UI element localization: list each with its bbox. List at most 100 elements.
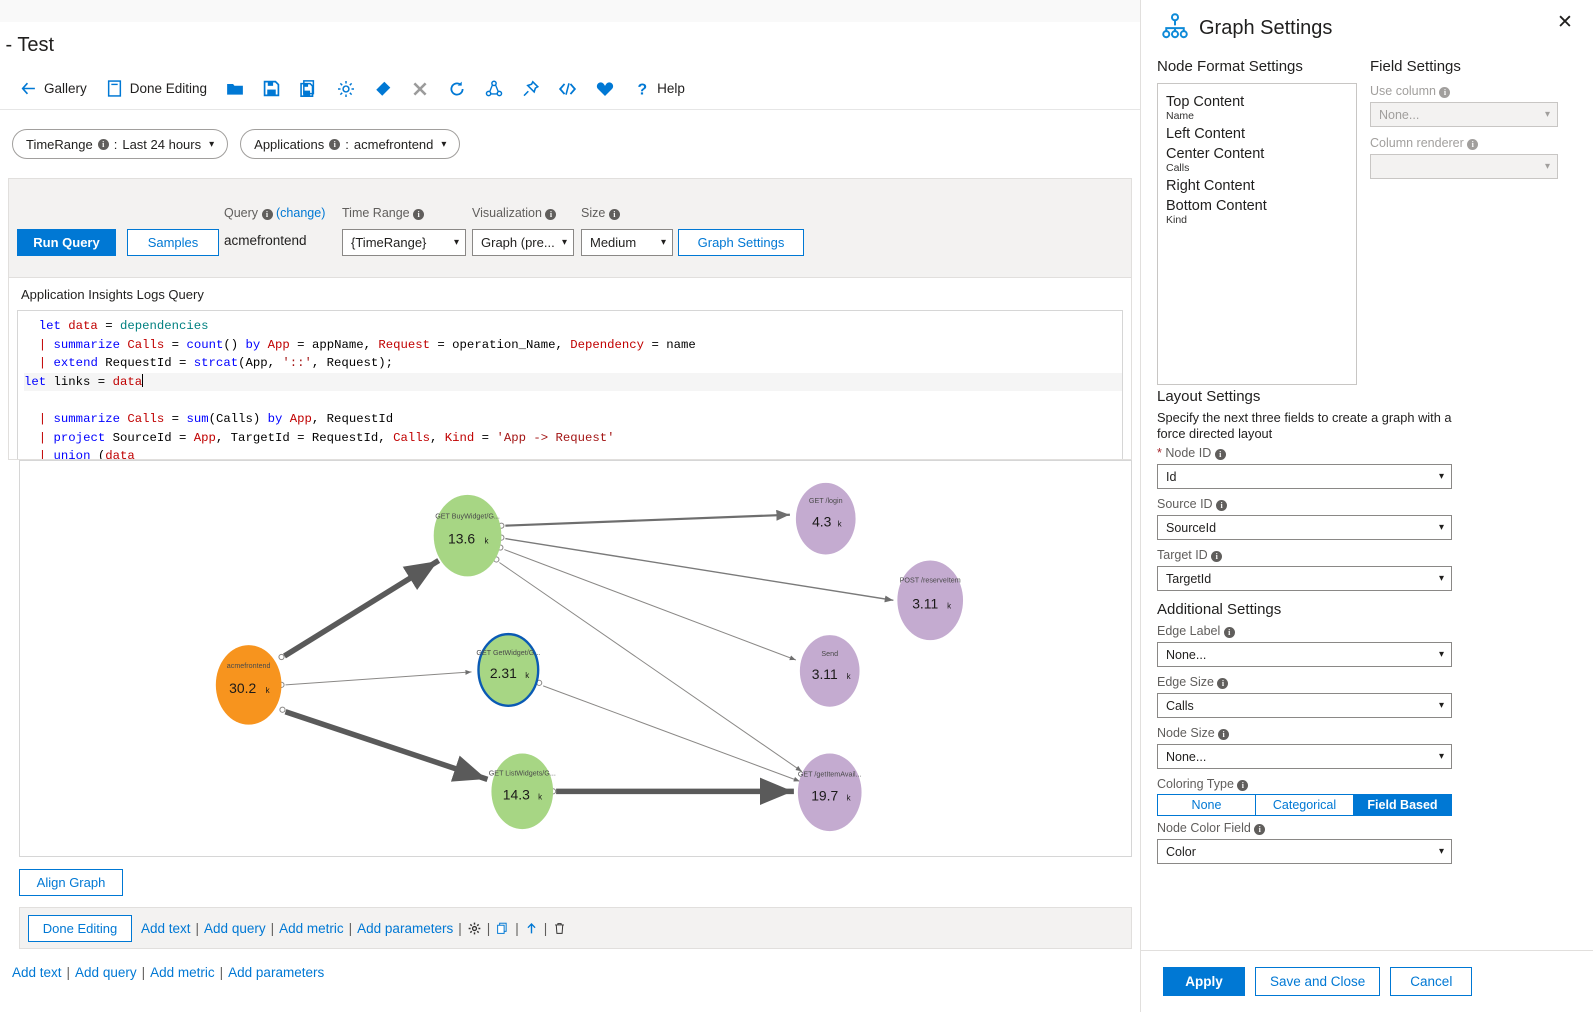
graph-node-login[interactable]: GET /login 4.3 k [795, 482, 856, 555]
node-id-select[interactable]: Id ▾ [1157, 464, 1452, 489]
info-icon[interactable]: i [1211, 551, 1223, 562]
target-id-select[interactable]: TargetId ▾ [1157, 566, 1452, 591]
close-item-button[interactable] [401, 75, 438, 102]
info-icon[interactable]: i [1217, 678, 1229, 689]
graph-node-send[interactable]: Send 3.11 k [799, 635, 860, 707]
gallery-button[interactable]: Gallery [10, 75, 96, 102]
info-icon[interactable]: i [413, 209, 425, 220]
edit-bar-links: Add text | Add query | Add metric | Add … [141, 921, 567, 936]
graph-node-reserveitem[interactable]: POST /reserveItem 3.11 k [897, 560, 964, 641]
save-and-close-button[interactable]: Save and Close [1255, 967, 1381, 996]
coloring-option-categorical[interactable]: Categorical [1255, 794, 1353, 816]
change-query-link[interactable]: (change) [276, 206, 326, 220]
info-icon[interactable]: i [608, 209, 620, 220]
info-icon[interactable]: i [545, 209, 557, 220]
apply-button[interactable]: Apply [1163, 967, 1245, 996]
graph-node-getwidget[interactable]: GET GetWidget/G... 2.31 k [476, 632, 540, 707]
node-color-field-select[interactable]: Color ▾ [1157, 839, 1452, 864]
info-icon[interactable]: i [1254, 824, 1266, 835]
visualization-select[interactable]: Graph (pre... ▾ [472, 229, 574, 256]
graph-settings-button[interactable]: Graph Settings [678, 229, 804, 256]
chevron-down-icon: ▾ [1544, 109, 1550, 120]
done-editing-item-button[interactable]: Done Editing [28, 914, 132, 942]
source-id-value: SourceId [1166, 520, 1217, 535]
footer-add-parameters-link[interactable]: Add parameters [228, 965, 325, 980]
panel-header: Graph Settings ✕ [1141, 0, 1593, 56]
add-query-link[interactable]: Add query [204, 920, 266, 936]
divider: | [458, 920, 462, 936]
graph-node-getitemavail[interactable]: GET /getItemAvail... 19.7 k [798, 753, 862, 832]
node-format-item-bottom-content[interactable]: Bottom Content Kind [1158, 196, 1356, 228]
run-query-button[interactable]: Run Query [17, 229, 116, 256]
coloring-type-segmented-control[interactable]: None Categorical Field Based [1157, 794, 1452, 816]
info-icon[interactable]: i [329, 138, 341, 150]
align-graph-button[interactable]: Align Graph [19, 869, 123, 896]
gear-icon[interactable] [467, 921, 482, 936]
edge-size-select[interactable]: Calls ▾ [1157, 693, 1452, 718]
add-metric-link[interactable]: Add metric [279, 920, 344, 936]
edge-label-select[interactable]: None... ▾ [1157, 642, 1452, 667]
info-icon[interactable]: i [1223, 627, 1235, 638]
help-button[interactable]: ? Help [623, 75, 694, 102]
info-icon[interactable]: i [1216, 500, 1228, 511]
graph-node-listwidgets[interactable]: GET ListWidgets/G... 14.3 k [489, 753, 556, 830]
node-format-item-right-content[interactable]: Right Content [1158, 176, 1356, 196]
delete-icon[interactable] [552, 921, 567, 936]
info-icon[interactable]: i [1218, 729, 1230, 740]
done-editing-button[interactable]: Done Editing [96, 75, 216, 102]
info-icon[interactable]: i [97, 138, 109, 150]
info-icon[interactable]: i [1237, 780, 1249, 791]
save-button[interactable] [253, 75, 290, 102]
settings-button[interactable] [327, 75, 364, 102]
code-editor[interactable]: let data = dependencies | summarize Call… [17, 310, 1123, 459]
node-format-item-top-content[interactable]: Top Content Name [1158, 92, 1356, 124]
code-text[interactable]: let data = dependencies | summarize Call… [18, 311, 1122, 459]
node-format-item-left-content[interactable]: Left Content [1158, 124, 1356, 144]
source-id-select[interactable]: SourceId ▾ [1157, 515, 1452, 540]
add-parameters-link[interactable]: Add parameters [357, 920, 454, 936]
footer-add-metric-link[interactable]: Add metric [150, 965, 215, 980]
time-range-select[interactable]: {TimeRange} ▾ [342, 229, 466, 256]
graph-visualization[interactable]: acmefrontend 30.2 k GET BuyWidget/G... 1… [19, 460, 1132, 857]
size-label-group: Size i [581, 206, 620, 220]
node-format-list[interactable]: Top Content Name Left Content Center Con… [1157, 83, 1357, 385]
item-label: Bottom Content [1166, 198, 1267, 214]
samples-button[interactable]: Samples [127, 229, 219, 256]
coloring-option-field-based[interactable]: Field Based [1353, 794, 1452, 816]
info-icon[interactable]: i [1214, 449, 1226, 460]
node-format-item-center-content[interactable]: Center Content Calls [1158, 144, 1356, 176]
size-select[interactable]: Medium ▾ [581, 229, 673, 256]
refresh-button[interactable] [438, 75, 475, 102]
graph-canvas[interactable]: acmefrontend 30.2 k GET BuyWidget/G... 1… [20, 461, 1131, 856]
layout-settings-heading: Layout Settings [1157, 388, 1261, 405]
cancel-button[interactable]: Cancel [1390, 967, 1473, 996]
footer-add-text-link[interactable]: Add text [12, 965, 62, 980]
close-icon[interactable]: ✕ [1557, 11, 1573, 33]
parameters-row: TimeRange i : Last 24 hours ▾ Applicatio… [0, 110, 1140, 178]
info-icon[interactable]: i [261, 209, 273, 220]
parameter-pill-timerange[interactable]: TimeRange i : Last 24 hours ▾ [12, 129, 229, 159]
parameter-pill-applications[interactable]: Applications i : acmefrontend ▾ [240, 129, 461, 159]
save-as-button[interactable] [290, 75, 327, 102]
add-text-link[interactable]: Add text [141, 920, 191, 936]
graph-nodes[interactable]: acmefrontend 30.2 k GET BuyWidget/G... 1… [215, 482, 964, 832]
node-id-label-group: * Node ID i [1157, 446, 1452, 460]
pin-button[interactable] [512, 75, 549, 102]
share-button[interactable] [475, 75, 512, 102]
favorite-button[interactable] [586, 75, 623, 102]
node-value: 30.2 [229, 680, 256, 696]
node-label: GET /getItemAvail... [798, 770, 862, 778]
node-size-select[interactable]: None... ▾ [1157, 744, 1452, 769]
graph-node-buywidget[interactable]: GET BuyWidget/G... 13.6 k [433, 494, 502, 577]
item-edit-bar: Done Editing Add text | Add query | Add … [19, 907, 1132, 949]
coloring-option-none[interactable]: None [1157, 794, 1255, 816]
move-up-icon[interactable] [524, 921, 539, 936]
code-button[interactable] [549, 75, 586, 102]
footer-add-query-link[interactable]: Add query [75, 965, 137, 980]
info-icon: i [1439, 87, 1451, 98]
timerange-name: TimeRange [26, 136, 93, 152]
graph-node-acmefrontend[interactable]: acmefrontend 30.2 k [215, 645, 282, 725]
tag-button[interactable] [364, 75, 401, 102]
copy-icon[interactable] [495, 921, 510, 936]
open-button[interactable] [216, 75, 253, 102]
